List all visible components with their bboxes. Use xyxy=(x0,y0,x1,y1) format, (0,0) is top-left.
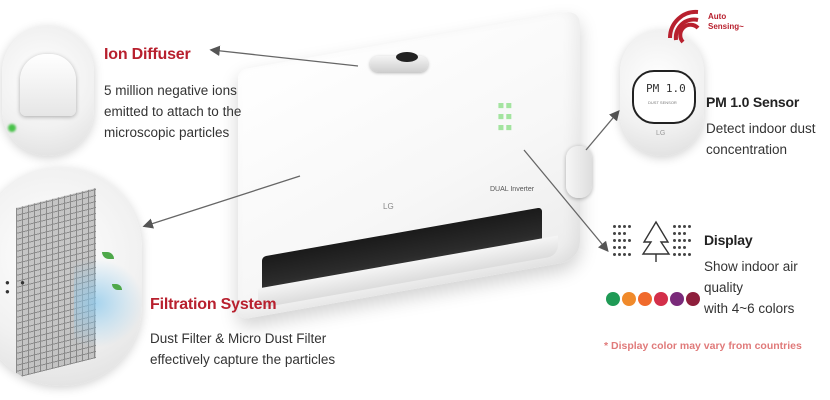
dust-particles: ● ● ● ● ● xyxy=(0,278,29,296)
auto-sensing-line: Sensing~ xyxy=(708,22,744,31)
pm-sensor-description: Detect indoor dust concentration xyxy=(706,118,816,160)
unit-model-label: DUAL Inverter xyxy=(490,186,535,193)
color-swatch-6 xyxy=(686,292,700,306)
auto-sensing-badge: Auto Sensing~ xyxy=(708,12,744,32)
ion-diffuser-description: 5 million negative ions emitted to attac… xyxy=(104,80,241,143)
ion-diffuser-desc-line: 5 million negative ions xyxy=(104,83,237,98)
pm-sensor-label: PM 1.0 xyxy=(646,82,686,95)
auto-sensing-line: Auto xyxy=(708,12,727,21)
tree-icon xyxy=(641,220,671,262)
leaf-icon xyxy=(102,252,114,259)
color-swatch-5 xyxy=(670,292,684,306)
pm-sensor-title: PM 1.0 Sensor xyxy=(706,94,800,110)
pm-sensor-image: PM 1.0 DUST SENSOR LG xyxy=(620,30,704,156)
air-quality-dots-right xyxy=(672,222,698,257)
arrow-display xyxy=(523,149,609,253)
pm-sensor-brand: LG xyxy=(656,130,666,137)
ion-diffuser-cap xyxy=(396,52,418,62)
pm-sensor-desc-line: concentration xyxy=(706,142,788,157)
arrow-filtration xyxy=(142,175,301,229)
filtration-desc-line: effectively capture the particles xyxy=(150,352,336,367)
display-color-swatches xyxy=(606,292,706,308)
color-swatch-2 xyxy=(622,292,636,306)
ion-diffuser-image xyxy=(2,26,94,156)
color-swatch-3 xyxy=(638,292,652,306)
display-desc-line: with 4~6 colors xyxy=(704,301,795,316)
pm-sensor-sublabel: DUST SENSOR xyxy=(648,100,677,105)
pm-sensor-desc-line: Detect indoor dust xyxy=(706,121,816,136)
filtration-title: Filtration System xyxy=(150,296,277,313)
ion-diffuser-desc-line: microscopic particles xyxy=(104,125,230,140)
display-footnote: * Display color may vary from countries xyxy=(604,340,802,352)
pm-sensor-face xyxy=(632,70,696,124)
ion-diffuser-desc-line: emitted to attach to the xyxy=(104,104,242,119)
arrow-pm-sensor xyxy=(585,110,620,151)
wifi-signal-icon xyxy=(667,9,700,44)
diffuser-green-light xyxy=(8,124,16,132)
display-description: Show indoor air quality with 4~6 colors xyxy=(704,256,830,319)
filtration-description: Dust Filter & Micro Dust Filter effectiv… xyxy=(150,328,335,370)
pm-sensor-module xyxy=(566,146,592,198)
arrow-ion-diffuser xyxy=(209,45,359,67)
ion-diffuser-title: Ion Diffuser xyxy=(104,46,191,63)
leaf-icon xyxy=(112,284,122,290)
unit-display-panel: ▪▪▪▪▪▪ xyxy=(497,98,513,135)
air-quality-dots-left xyxy=(612,222,638,257)
unit-brand-logo: LG xyxy=(383,202,394,211)
color-swatch-4 xyxy=(654,292,668,306)
diffuser-device-icon xyxy=(20,54,76,116)
airflow-swoosh xyxy=(74,258,142,348)
filtration-desc-line: Dust Filter & Micro Dust Filter xyxy=(150,331,327,346)
filtration-image: ● ● ● ● ● xyxy=(0,168,142,386)
display-desc-line: Show indoor air quality xyxy=(704,259,798,295)
color-swatch-1 xyxy=(606,292,620,306)
display-title: Display xyxy=(704,232,753,248)
